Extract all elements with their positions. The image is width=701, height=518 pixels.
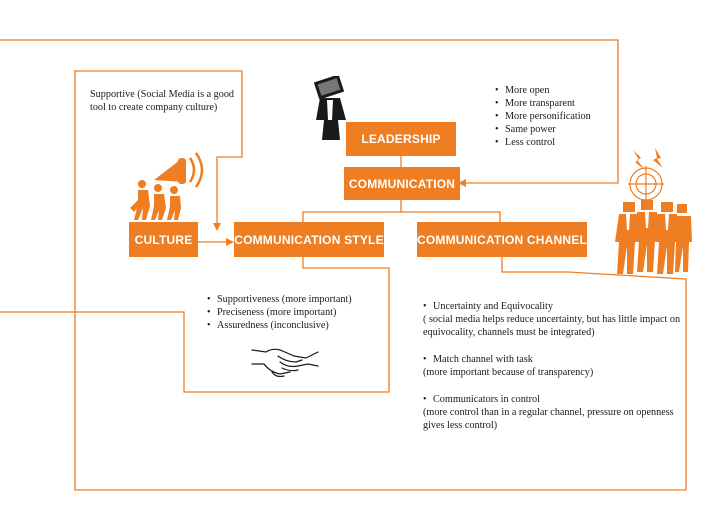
leader-figure-icon: [313, 76, 346, 140]
arrow-into-style: [226, 238, 234, 246]
channel-point: Match channel with task (more important …: [423, 353, 685, 379]
leadership-box: LEADERSHIP: [346, 122, 456, 156]
channel-point-body: ( social media helps reduce uncertainty,…: [423, 314, 681, 338]
leadership-bullet: More transparent: [495, 97, 615, 110]
channel-point-body: (more important because of transparency): [423, 367, 594, 378]
channel-point-head: Match channel with task: [423, 353, 685, 366]
channel-point-head: Communicators in control: [423, 393, 685, 406]
megaphone-crowd-icon: [130, 152, 204, 220]
channel-point: Communicators in control (more control t…: [423, 393, 685, 432]
leadership-bullets: More open More transparent More personif…: [495, 84, 615, 149]
communication-channel-box: COMMUNICATION CHANNEL: [417, 222, 587, 257]
tree-line-right: [401, 211, 501, 222]
style-bullet: Supportiveness (more important): [207, 293, 387, 306]
culture-note: Supportive (Social Media is a good tool …: [90, 89, 235, 113]
style-bullet: Assuredness (inconclusive): [207, 319, 387, 332]
channel-point-body: (more control than in a regular channel,…: [423, 407, 674, 431]
leadership-bullet: Less control: [495, 136, 615, 149]
channel-point-head: Uncertainty and Equivocality: [423, 300, 685, 313]
frame-line-culture-note: [74, 70, 687, 491]
arrow-into-culture: [213, 223, 221, 231]
style-bullet: Preciseness (more important): [207, 306, 387, 319]
audience-group-icon: [615, 148, 692, 274]
communication-box: COMMUNICATION: [344, 167, 460, 200]
tree-line-left: [302, 200, 402, 222]
frame-line-top: [0, 39, 619, 184]
frame-line-style: [0, 257, 390, 393]
arrow-into-communication: [458, 179, 466, 187]
channel-points: Uncertainty and Equivocality ( social me…: [423, 300, 685, 446]
leadership-bullet: More personification: [495, 110, 615, 123]
channel-point: Uncertainty and Equivocality ( social me…: [423, 300, 685, 339]
leadership-bullet: Same power: [495, 123, 615, 136]
handshake-icon: [251, 348, 319, 378]
communication-style-box: COMMUNICATION STYLE: [234, 222, 384, 257]
style-bullets: Supportiveness (more important) Precisen…: [207, 293, 387, 332]
leadership-bullet: More open: [495, 84, 615, 97]
culture-box: CULTURE: [129, 222, 198, 257]
